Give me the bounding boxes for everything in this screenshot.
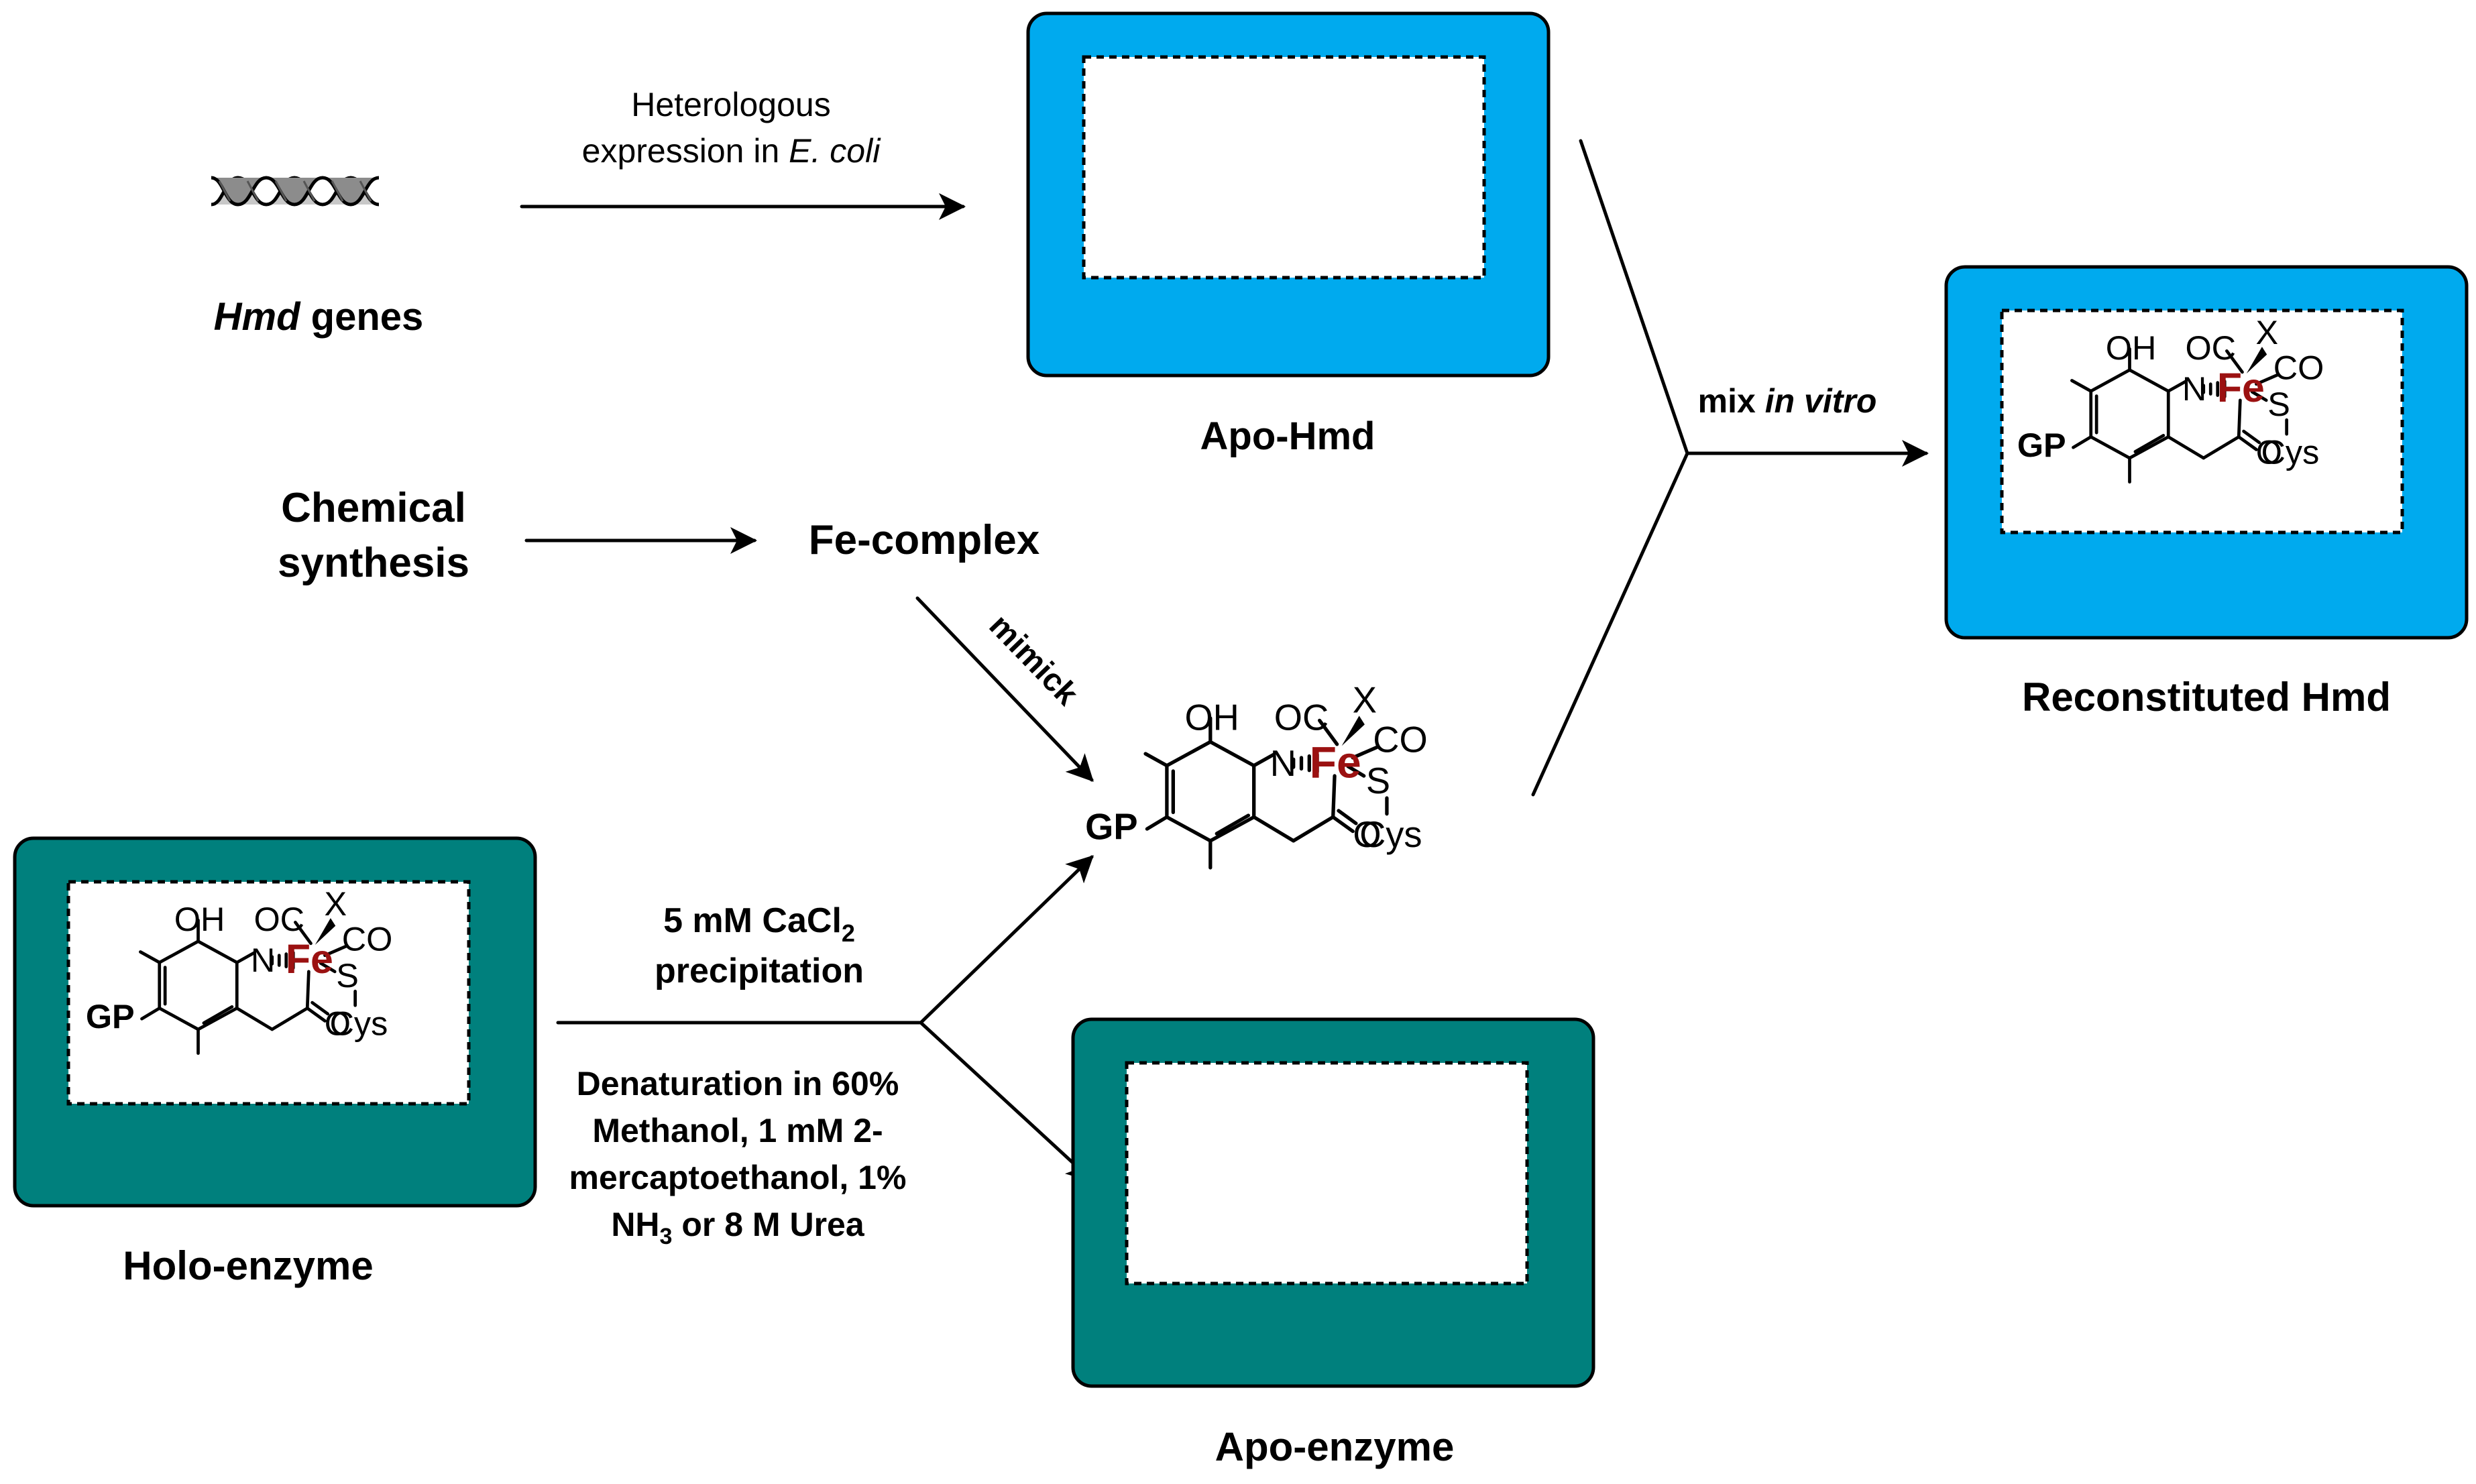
cofactor-oc: OC [1274,697,1329,738]
cofactor-co: CO [342,919,393,958]
expression-label-line1: Heterologous [631,86,830,123]
to-cofactor-arrow [919,855,1094,1025]
cofactor-co: CO [2273,348,2324,386]
cofactor-n: N [251,941,275,979]
mix-in-vitro-label: mix in vitro [1698,382,1877,420]
mimick-label: mimick [982,608,1085,712]
mimick-arrow [915,596,1094,782]
cofactor-x: X [1353,680,1377,721]
cofactor-oh: OH [1184,697,1239,738]
denaturation-line1: Denaturation in 60% [577,1065,899,1102]
holo-cofactor-structure: OH N Fe OC X CO S Cys O GP [86,884,392,1053]
cofactor-gp: GP [1085,806,1137,847]
cofactor-o: O [2256,433,2282,471]
cofactor-cys: Cys [1359,814,1422,855]
chemical-synthesis-line2: synthesis [278,540,469,586]
cofactor-x: X [324,884,347,923]
cofactor-cys: Cys [2261,433,2320,471]
apo-hmd-empty-site [1082,55,1486,280]
reconstituted-cofactor-structure: OH N Fe OC X CO S Cys O GP [2017,313,2324,482]
fe-complex-label: Fe-complex [809,517,1040,563]
cofactor-fe: Fe [286,936,333,982]
reconstituted-hmd-label: Reconstituted Hmd [2022,675,2391,720]
cofactor-oh: OH [2106,329,2157,367]
denaturation-line3: mercaptoethanol, 1% [569,1159,907,1196]
cofactor-cys: Cys [330,1004,388,1042]
reconstituted-hmd-box: OH N Fe OC X CO S Cys O GP [1944,265,2469,640]
cofactor-o: O [1353,814,1381,855]
cofactor-n: N [1270,743,1296,784]
cofactor-s: S [2267,385,2290,423]
cofactor-s: S [336,956,359,994]
cofactor-gp: GP [86,997,135,1035]
free-cofactor-structure: OH N Fe OC X CO S Cys O GP [1085,680,1428,868]
reconstituted-hmd-site [2000,308,2404,534]
cofactor-oh: OH [174,900,225,938]
precipitation-line2: precipitation [655,952,864,990]
cofactor-fe: Fe [1310,738,1361,787]
dna-double-helix-icon [211,176,380,207]
cofactor-fe: Fe [2217,365,2265,410]
apo-hmd-mix-line [1579,139,1689,455]
apo-hmd-box [1026,11,1551,378]
hmd-genes-label: Hmd genes [214,295,424,339]
cofactor-n: N [2182,369,2206,408]
cofactor-x: X [2255,313,2278,351]
chemical-synthesis-line1: Chemical [281,485,466,531]
denaturation-line4: NH3 or 8 M Urea [611,1206,865,1249]
holo-enzyme-site [66,880,471,1106]
holo-enzyme-label: Holo-enzyme [123,1243,373,1288]
cofactor-oc: OC [2185,329,2236,367]
cofactor-co: CO [1373,720,1427,760]
denaturation-line2: Methanol, 1 mM 2- [592,1112,883,1149]
cofactor-gp: GP [2017,426,2066,464]
to-apo-enzyme-arrow [919,1021,1094,1182]
cofactor-s: S [1366,760,1390,801]
cofactor-o: O [325,1004,351,1042]
expression-label-line2: expression in E. coli [582,132,882,170]
apo-enzyme-box [1071,1017,1595,1388]
apo-enzyme-label: Apo-enzyme [1215,1424,1455,1469]
apo-hmd-label: Apo-Hmd [1200,414,1375,458]
apo-enzyme-empty-site [1125,1061,1529,1286]
cofactor-oc: OC [254,900,304,938]
holo-enzyme-box: OH N Fe OC X CO S Cys O GP [13,836,537,1208]
precipitation-line1: 5 mM CaCl2 [663,901,855,947]
cofactor-mix-line [1531,451,1689,797]
